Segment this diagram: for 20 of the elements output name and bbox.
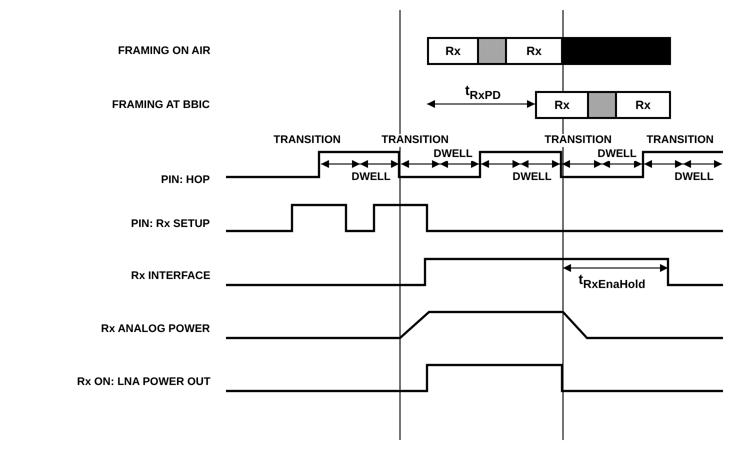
signal-name: PIN: HOP [161, 174, 210, 187]
signal-name: Rx ON: LNA POWER OUT [77, 376, 210, 389]
timing-parameter: t$_{RxEnaHold}$ [578, 273, 646, 291]
guard-slot-box [477, 37, 507, 65]
signal-name: Rx INTERFACE [131, 270, 210, 283]
signal-name: PIN: Rx SETUP [131, 218, 210, 231]
frame-slot-box: Rx [427, 37, 479, 65]
transmit-slot-bar [561, 37, 671, 65]
signal-name: Rx ANALOG POWER [101, 323, 210, 336]
phase-label: TRANSITION [544, 134, 613, 147]
signal-name: FRAMING ON AIR [118, 45, 210, 58]
phase-label: DWELL [596, 148, 638, 161]
phase-label: TRANSITION [380, 134, 450, 147]
frame-slot-box: Rx [615, 91, 671, 119]
frame-slot-box: Rx [535, 91, 589, 119]
timing-parameter: t$_{RxPD}$ [465, 84, 501, 102]
phase-label: DWELL [432, 148, 474, 161]
guard-slot-box [587, 91, 617, 119]
frame-slot-box: Rx [505, 37, 563, 65]
signal-name: FRAMING AT BBIC [112, 99, 210, 112]
